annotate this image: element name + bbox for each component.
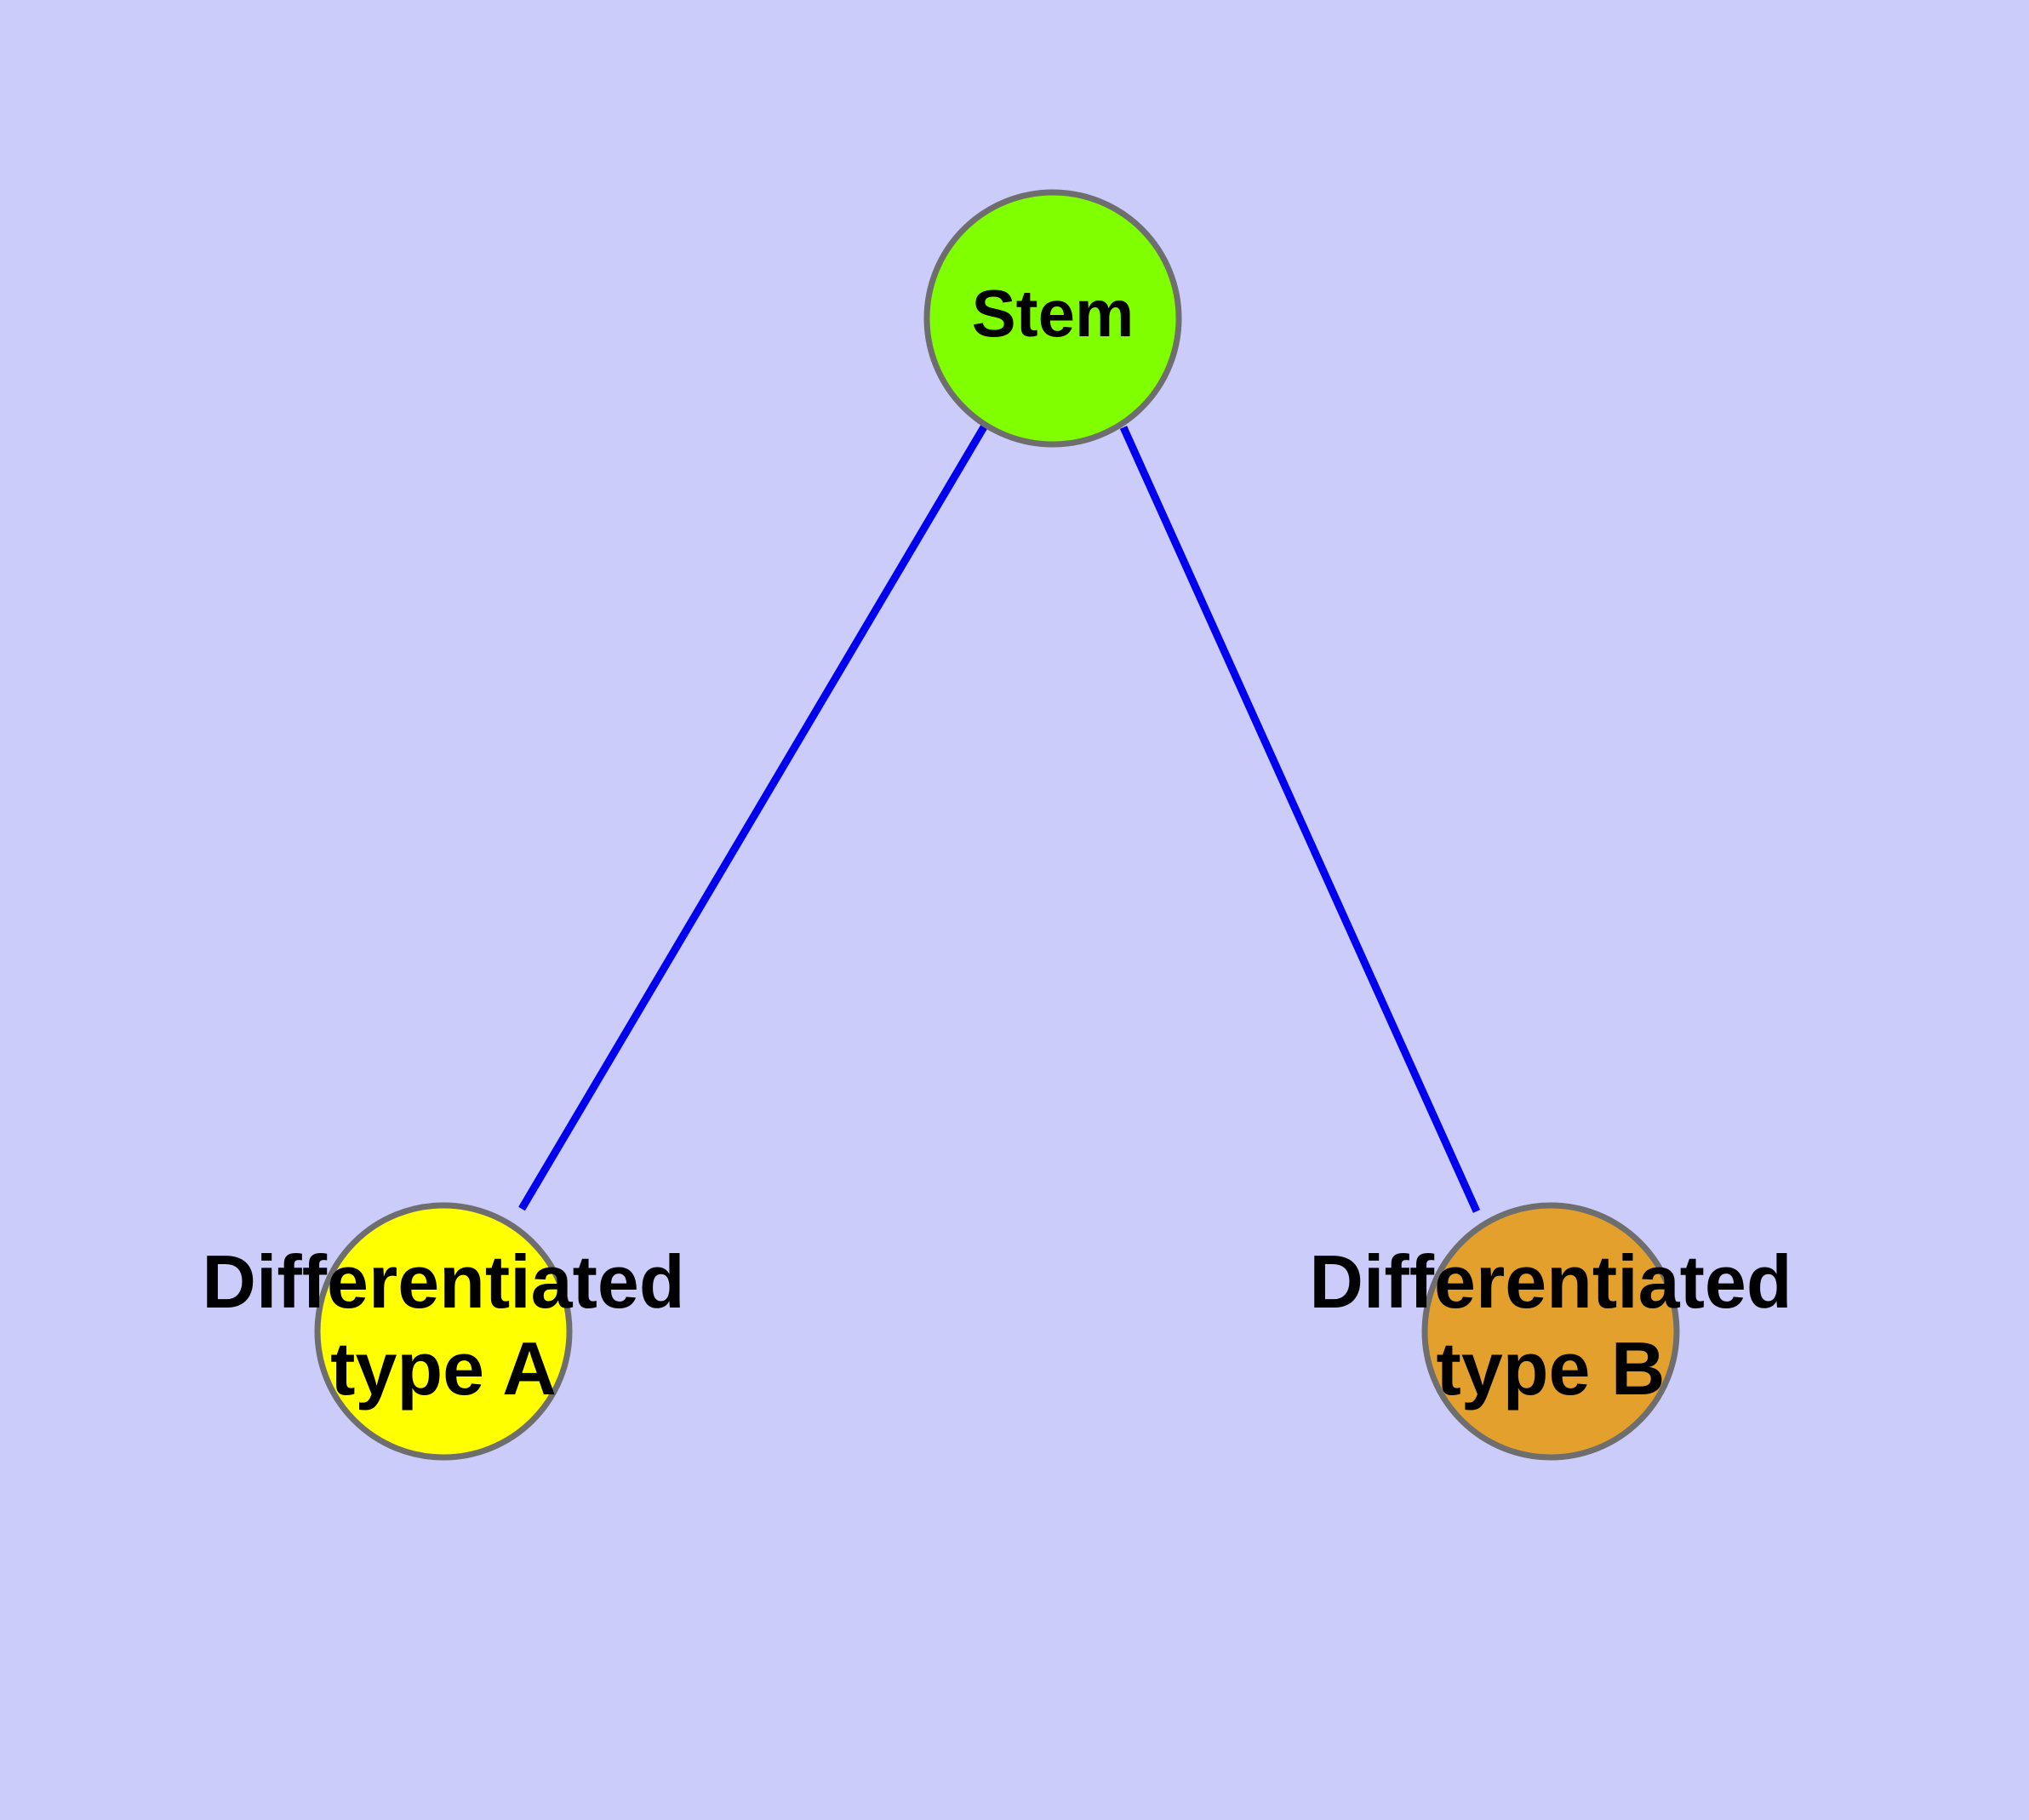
node-label-stem: Stem	[972, 276, 1135, 351]
edge-layer	[518, 423, 1481, 1213]
graph-node-stem[interactable]	[923, 189, 1182, 448]
graph-node-diff_a[interactable]	[314, 1202, 573, 1461]
node-circle-diff_b[interactable]	[1421, 1202, 1680, 1461]
graph-node-diff_b[interactable]	[1421, 1202, 1680, 1461]
node-circle-stem[interactable]	[923, 189, 1182, 448]
graph-edge-stem-to-a[interactable]	[518, 423, 988, 1211]
node-circle-diff_a[interactable]	[314, 1202, 573, 1461]
node-layer	[314, 189, 1680, 1461]
graph-edge-stem-to-b[interactable]	[1119, 426, 1481, 1213]
node-label-line: Differentiated	[202, 1239, 684, 1324]
node-label-line: Stem	[972, 276, 1135, 351]
node-label-line: type B	[1437, 1326, 1666, 1411]
node-label-line: Differentiated	[1309, 1239, 1792, 1324]
node-label-line: type A	[330, 1326, 557, 1411]
